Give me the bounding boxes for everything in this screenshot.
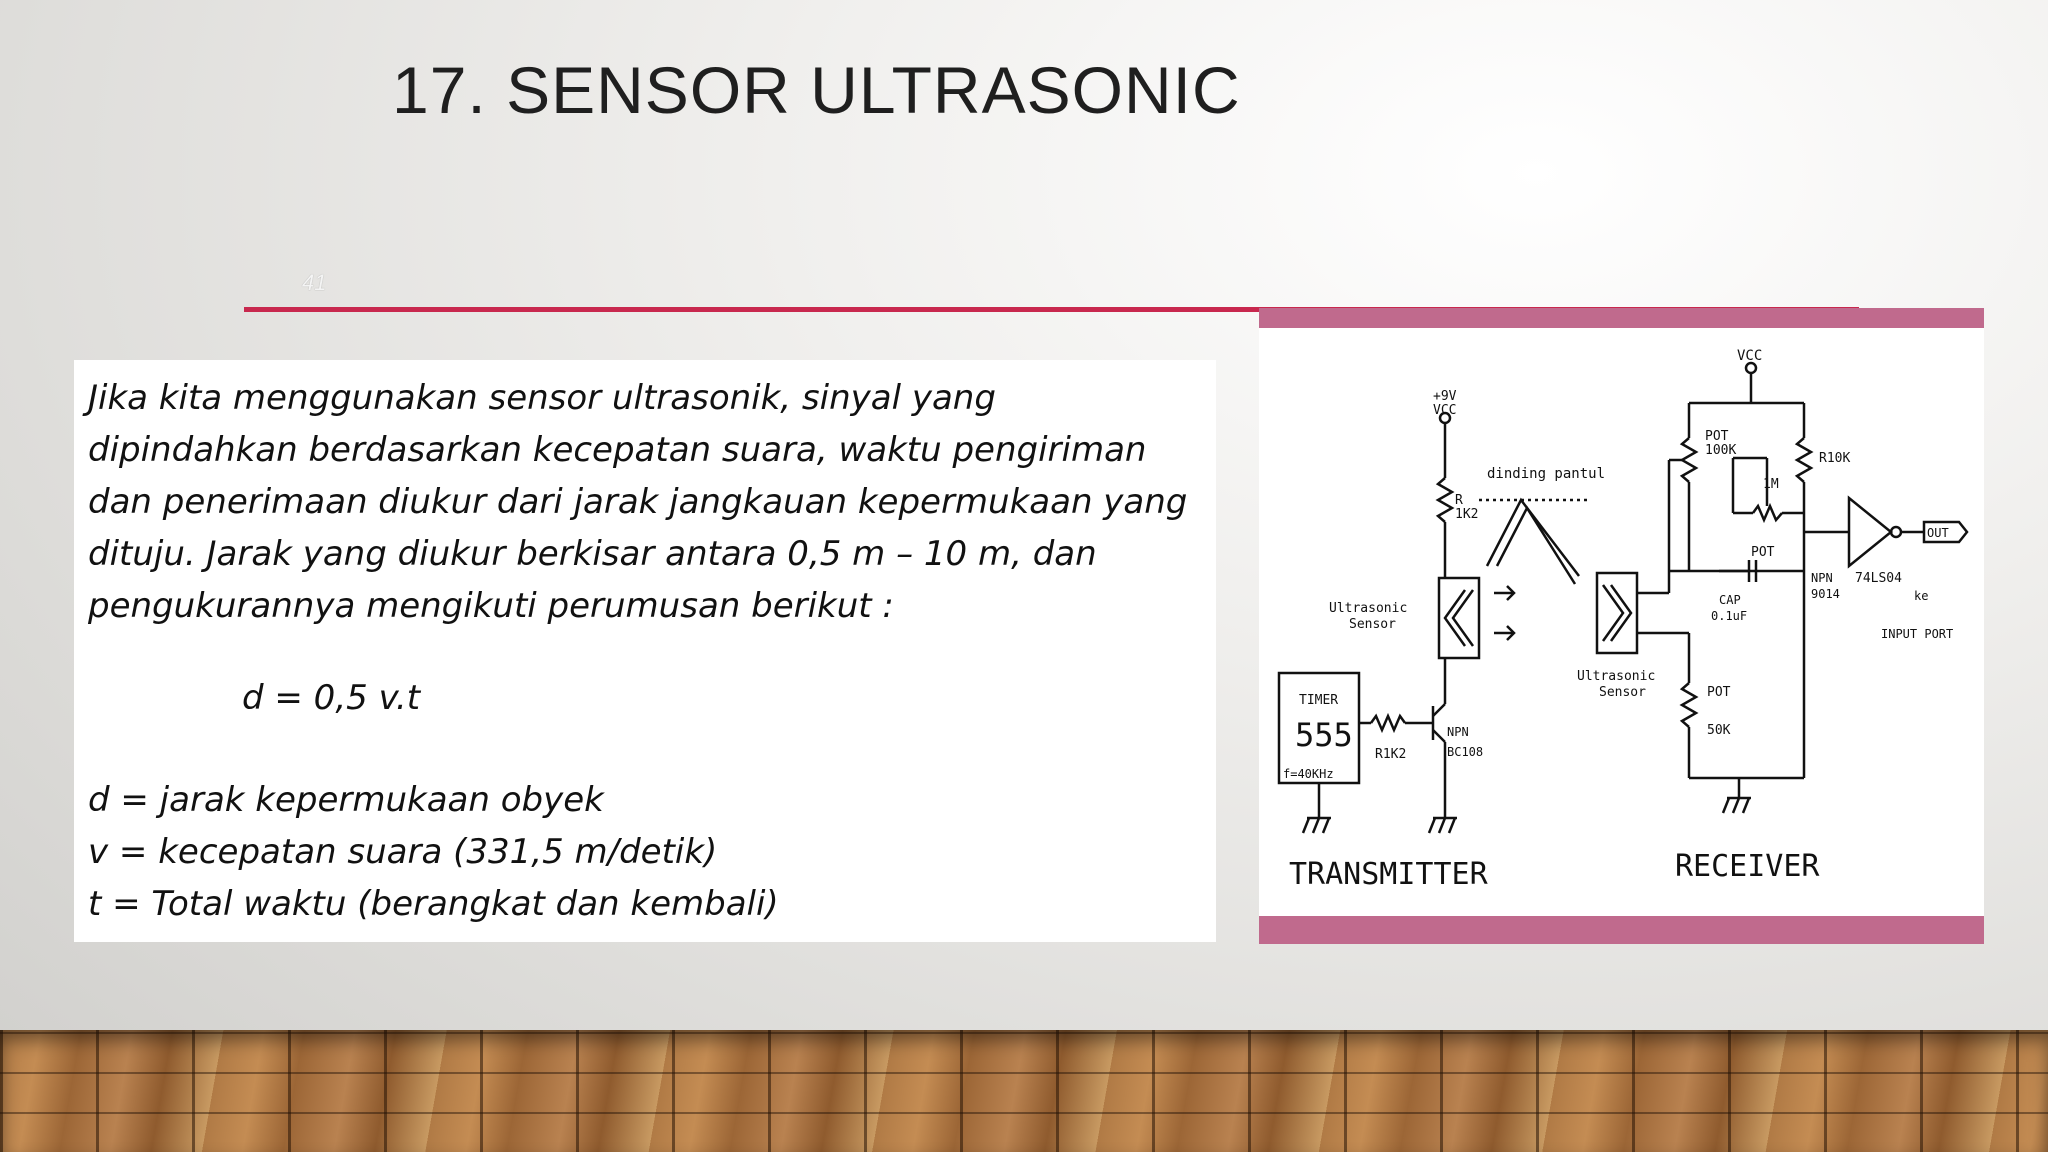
page-number: 41 [302, 270, 327, 295]
label-tx-sensor-2: Sensor [1349, 617, 1396, 632]
resistor-1m [1751, 502, 1783, 524]
label-r1k2: R1K2 [1375, 747, 1406, 762]
label-rx-sensor: Ultrasonic [1577, 669, 1655, 684]
label-9v: +9V [1433, 389, 1457, 404]
wooden-floor [0, 1030, 2048, 1152]
paragraph-line: dituju. Jarak yang diukur berkisar antar… [88, 534, 1097, 574]
label-out: OUT [1927, 526, 1949, 540]
label-npn: NPN [1447, 725, 1469, 739]
label-vcc-tx: VCC [1433, 403, 1456, 418]
label-pot-2: POT [1751, 545, 1775, 560]
slide-title: 17. SENSOR ULTRASONIC [392, 53, 1241, 127]
pot-100k [1679, 437, 1699, 483]
transmitter-sensor [1437, 576, 1481, 660]
resistor-r10k [1794, 437, 1814, 483]
pot-50k [1679, 682, 1699, 728]
label-pot-50k: 50K [1707, 723, 1731, 738]
label-9014: 9014 [1811, 587, 1840, 601]
label-receiver: RECEIVER [1675, 849, 1820, 884]
paragraph-line: Jika kita menggunakan sensor ultrasonik,… [88, 378, 996, 418]
paragraph-line: dan penerimaan diukur dari jarak jangkau… [88, 482, 1188, 522]
inverter-74ls04 [1847, 495, 1893, 569]
text-box: Jika kita menggunakan sensor ultrasonik,… [74, 360, 1216, 942]
ultrasonic-circuit-diagram: VCC +9V VCC dinding pantul R 1K2 Ultraso… [1277, 348, 1969, 892]
label-input-port: INPUT PORT [1881, 627, 1953, 641]
output-port [1922, 520, 1969, 544]
label-rx-sensor-2: Sensor [1599, 685, 1646, 700]
receiver-sensor [1595, 571, 1639, 655]
label-tx-sensor: Ultrasonic [1329, 601, 1407, 616]
label-vcc: VCC [1737, 348, 1762, 364]
description-paragraph: Jika kita menggunakan sensor ultrasonik,… [88, 372, 1208, 632]
label-timer: TIMER [1299, 693, 1338, 708]
definition-v: v = kecepatan suara (331,5 m/detik) [88, 832, 718, 872]
label-74ls04: 74LS04 [1855, 571, 1902, 586]
label-pot-100k: 100K [1705, 443, 1736, 458]
paragraph-line: dipindahkan berdasarkan kecepatan suara,… [88, 430, 1147, 470]
label-555: 555 [1295, 716, 1353, 754]
circuit-figure: VCC +9V VCC dinding pantul R 1K2 Ultraso… [1259, 328, 1984, 916]
label-1m: 1M [1763, 477, 1779, 492]
label-cap: CAP [1719, 593, 1741, 607]
label-r-1k2: 1K2 [1455, 507, 1478, 522]
label-ke: ke [1914, 589, 1928, 603]
label-r10k: R10K [1819, 451, 1850, 466]
formula: d = 0,5 v.t [242, 678, 421, 718]
slide: 17. SENSOR ULTRASONIC 41 Jika kita mengg… [74, 53, 1984, 944]
definitions-list: d = jarak kepermukaan obyek v = kecepata… [88, 774, 779, 930]
definition-d: d = jarak kepermukaan obyek [88, 780, 604, 820]
label-dinding-pantul: dinding pantul [1487, 466, 1605, 482]
paragraph-line: pengukurannya mengikuti perumusan beriku… [88, 586, 894, 626]
definition-t: t = Total waktu (berangkat dan kembali) [88, 884, 779, 924]
label-cap-value: 0.1uF [1711, 609, 1747, 623]
label-frequency: f=40KHz [1283, 767, 1334, 781]
label-pot-3: POT [1707, 685, 1731, 700]
label-transmitter: TRANSMITTER [1289, 857, 1489, 892]
resistor-r1k2 [1369, 712, 1407, 734]
label-r: R [1455, 493, 1463, 508]
label-npn-2: NPN [1811, 571, 1833, 585]
resistor-1k2 [1435, 477, 1455, 523]
label-pot-1: POT [1705, 429, 1729, 444]
label-bc108: BC108 [1447, 745, 1483, 759]
title-divider [244, 307, 1859, 312]
